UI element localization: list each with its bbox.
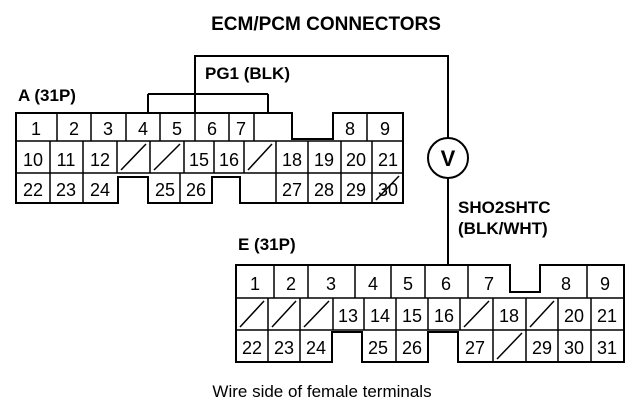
connector-a-blank-cavity — [247, 143, 273, 171]
ground-wire-label: PG1 (BLK) — [205, 64, 290, 83]
connector-e-pin-15: 15 — [402, 306, 422, 326]
connector-a-pin-27: 27 — [282, 180, 302, 200]
connector-a-pin-8: 8 — [345, 119, 355, 139]
connector-a-pin-10: 10 — [23, 150, 43, 170]
connector-a-pin-5: 5 — [172, 119, 182, 139]
connector-e-blank-cavity — [303, 300, 330, 328]
connector-a-pin-2: 2 — [69, 119, 79, 139]
connector-e-pin-9: 9 — [600, 274, 610, 294]
connector-e-pin-6: 6 — [441, 274, 451, 294]
voltmeter-icon: V — [427, 137, 469, 179]
connector-e-pin-27: 27 — [465, 338, 485, 358]
connector-e-pin-30: 30 — [564, 338, 584, 358]
connector-a-pin-25: 25 — [155, 180, 175, 200]
connector-a-pin-24: 24 — [90, 180, 110, 200]
connector-e-pin-13: 13 — [338, 306, 358, 326]
diagram-title: ECM/PCM CONNECTORS — [211, 14, 441, 35]
connector-a-pin-7: 7 — [236, 119, 246, 139]
connector-a-pin-15: 15 — [189, 150, 209, 170]
connector-a-blank-cavity — [120, 143, 147, 171]
connector-e-pin-5: 5 — [403, 274, 413, 294]
signal-wire-label: SHO2SHTC — [458, 198, 551, 217]
connector-e-pin-26: 26 — [402, 338, 422, 358]
connector-e-pin-4: 4 — [368, 274, 378, 294]
connector-e-pin-31: 31 — [597, 338, 617, 358]
connector-a-pin-11: 11 — [57, 150, 76, 170]
connector-a-pin-23: 23 — [56, 180, 76, 200]
connector-e-pin-18: 18 — [499, 306, 519, 326]
connector-e-pin-7: 7 — [484, 274, 494, 294]
connector-a-pin-4: 4 — [138, 119, 148, 139]
connector-a-pin-16: 16 — [219, 150, 239, 170]
connector-e-pin-16: 16 — [434, 306, 454, 326]
connector-a-pin-18: 18 — [282, 150, 302, 170]
connector-a-pin-3: 3 — [103, 119, 113, 139]
connector-a-pin-12: 12 — [90, 150, 110, 170]
test-lead-wires — [194, 55, 449, 265]
connector-e-pin-24: 24 — [306, 338, 326, 358]
connector-e-pin-1: 1 — [250, 274, 260, 294]
connector-a-blank-cavity — [153, 143, 181, 171]
connector-a-pin-30: 30 — [378, 180, 398, 200]
diagram-caption: Wire side of female terminals — [212, 382, 431, 401]
connector-e-pin-21: 21 — [597, 306, 617, 326]
connector-e-blank-cavity — [496, 332, 523, 360]
connector-e-pin-29: 29 — [532, 338, 552, 358]
connector-e-pin-14: 14 — [370, 306, 390, 326]
connector-e-pin-25: 25 — [368, 338, 388, 358]
connector-e-blank-cavity — [463, 300, 490, 328]
connector-e-pin-22: 22 — [242, 338, 262, 358]
connector-a-pin-20: 20 — [346, 150, 366, 170]
ground-bracket — [147, 93, 269, 113]
connector-a-blank-cavity — [375, 175, 400, 201]
signal-wire-color-label: (BLK/WHT) — [458, 219, 548, 238]
connector-a-pin-28: 28 — [314, 180, 334, 200]
connector-e-pin-23: 23 — [274, 338, 294, 358]
connector-a-label: A (31P) — [18, 86, 76, 105]
connector-e-pin-3: 3 — [326, 274, 336, 294]
connector-a-pin-9: 9 — [380, 119, 390, 139]
connector-e-label: E (31P) — [238, 235, 296, 254]
connector-e-blank-cavity — [529, 300, 555, 328]
connector-a-pin-21: 21 — [378, 150, 398, 170]
connector-e — [235, 264, 625, 363]
connector-a-pin-19: 19 — [314, 150, 334, 170]
connector-e-blank-cavity — [271, 300, 297, 328]
connector-a-pin-29: 29 — [346, 180, 366, 200]
connector-a-pin-22: 22 — [23, 180, 43, 200]
connector-a-pin-26: 26 — [186, 180, 206, 200]
voltmeter-symbol: V — [441, 146, 456, 171]
connector-a — [15, 112, 404, 204]
connector-e-pin-8: 8 — [561, 274, 571, 294]
connector-e-blank-cavity — [239, 300, 265, 328]
connector-e-pin-2: 2 — [286, 274, 296, 294]
connector-a-pin-6: 6 — [207, 119, 217, 139]
connector-e-pin-20: 20 — [564, 306, 584, 326]
connector-a-pin-1: 1 — [31, 119, 41, 139]
